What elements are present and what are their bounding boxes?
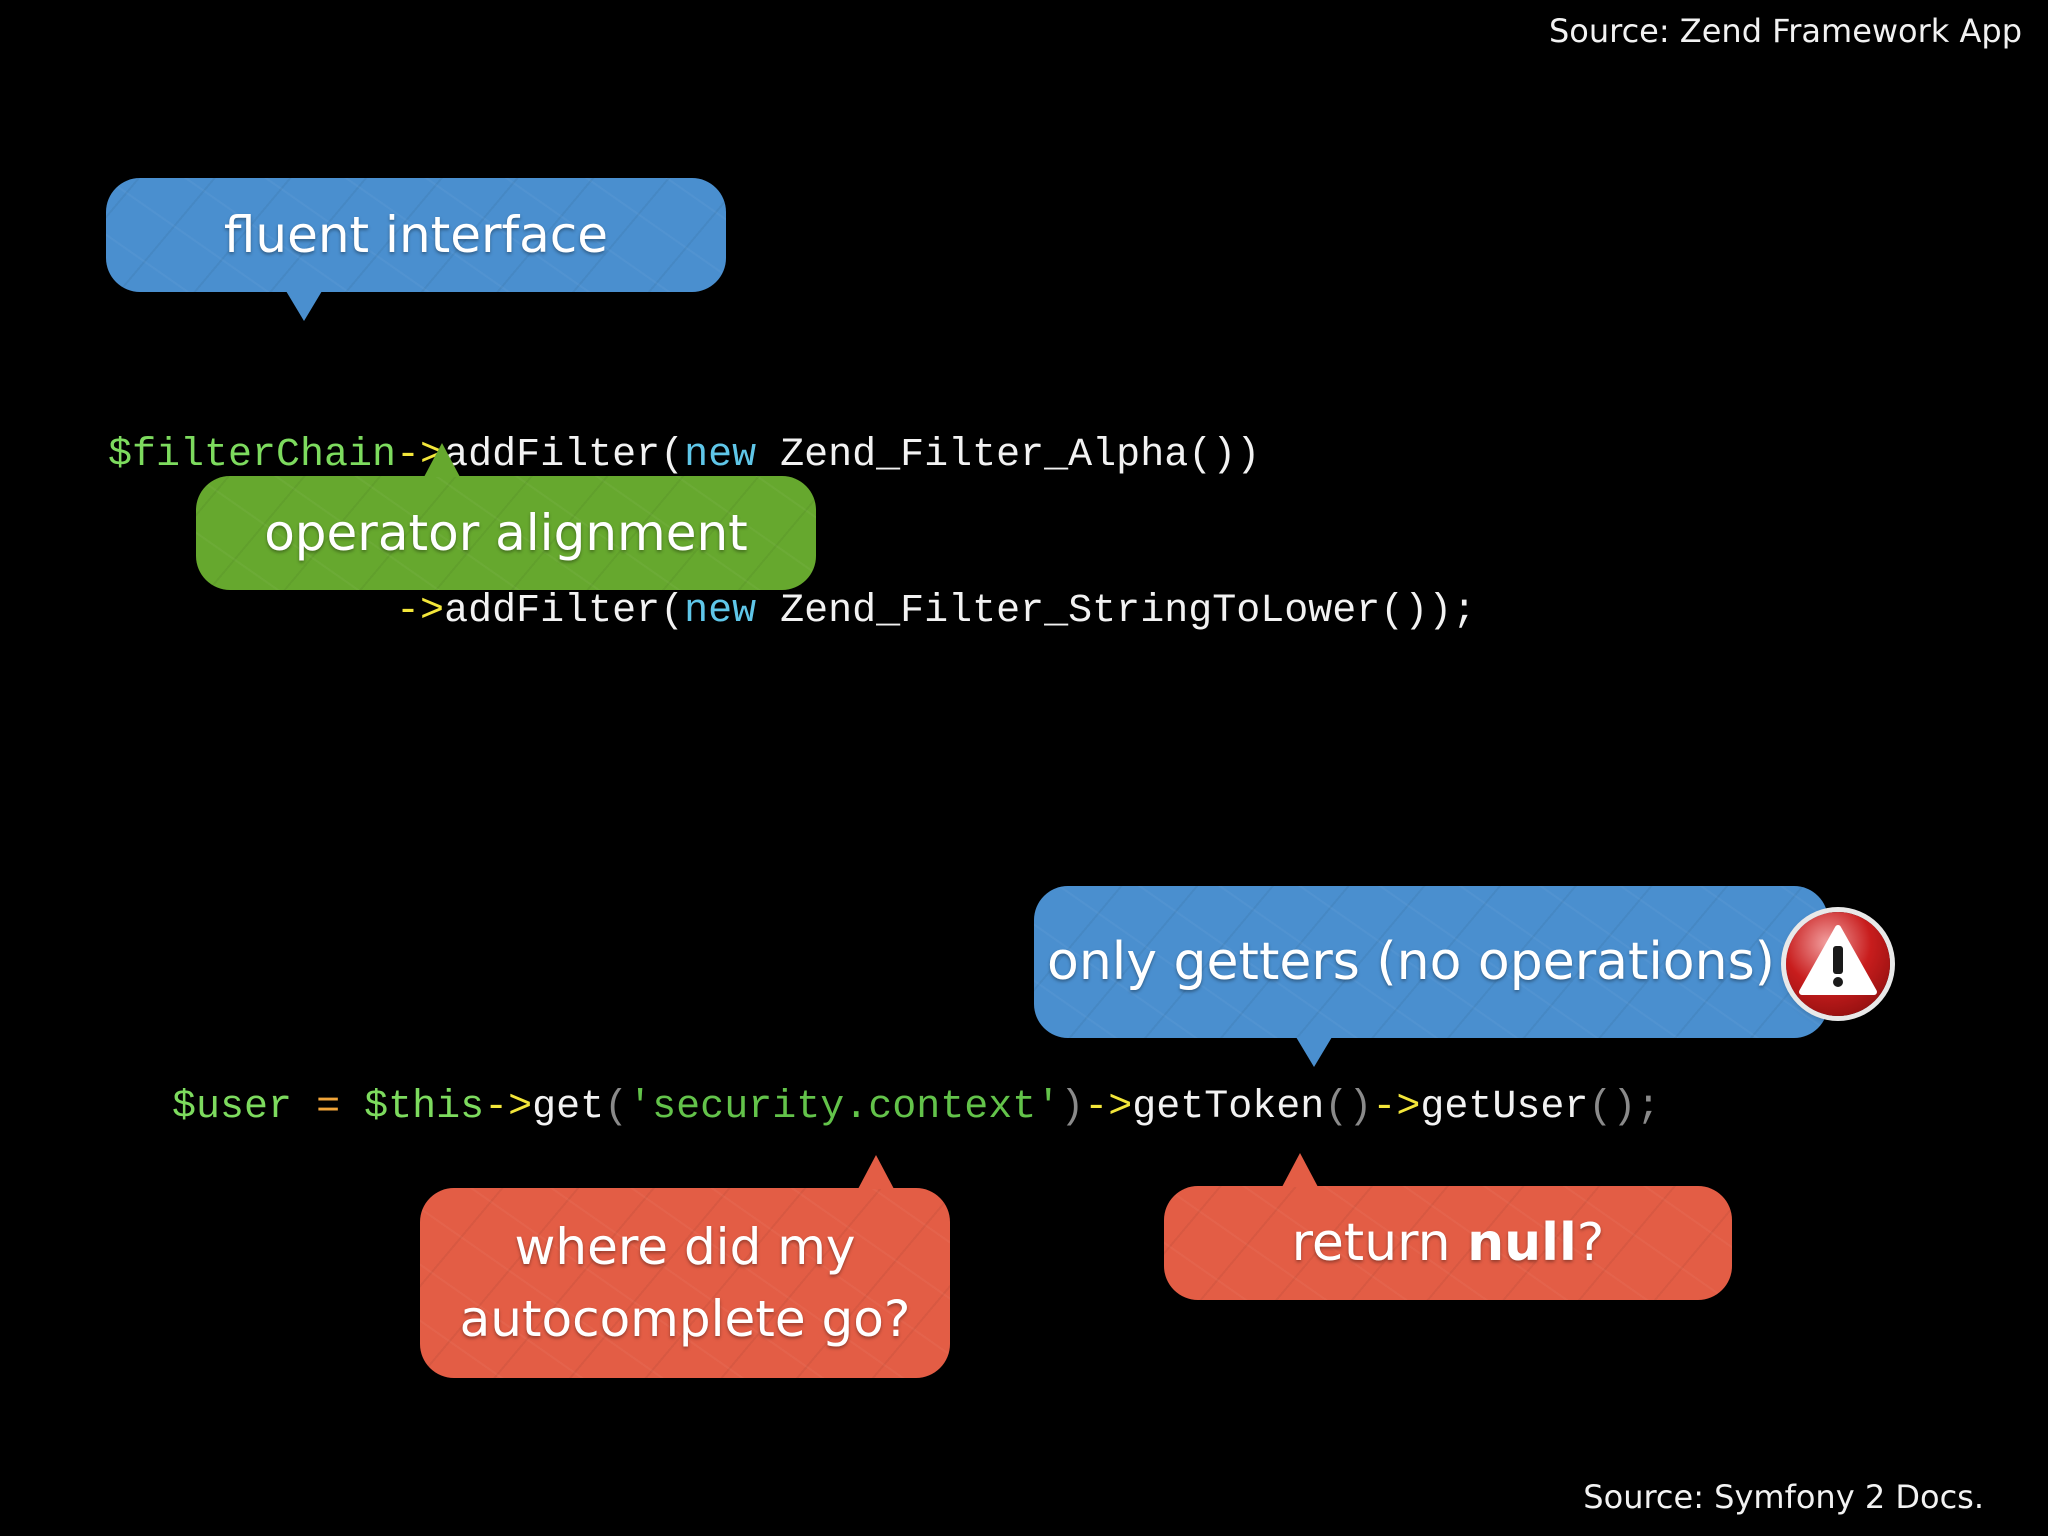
callout-pointer xyxy=(286,291,322,321)
source-symfony-label: Source: Symfony 2 Docs. xyxy=(1583,1478,1984,1516)
code-method-gettoken: getToken xyxy=(1132,1085,1325,1130)
callout-pointer xyxy=(424,443,460,477)
code-variable-user: $user xyxy=(172,1085,293,1130)
code-block-security-context: $user = $this->get('security.context')->… xyxy=(124,1082,1660,1134)
return-null-text: return null? xyxy=(1292,1213,1605,1273)
autocomplete-callout: where did my autocomplete go? xyxy=(420,1155,950,1378)
code-call: (); xyxy=(1588,1085,1661,1130)
code-method-getuser: getUser xyxy=(1420,1085,1589,1130)
code-variable-this: $this xyxy=(364,1085,485,1130)
code-operator: -> xyxy=(396,589,445,634)
code-rest: Zend_Filter_StringToLower()); xyxy=(756,589,1477,634)
operator-alignment-text: operator alignment xyxy=(264,504,748,562)
return-null-callout: return null? xyxy=(1164,1153,1732,1300)
only-getters-text: only getters (no operations) xyxy=(1047,932,1775,992)
callout-pointer xyxy=(1296,1037,1332,1067)
code-operator: -> xyxy=(1372,1085,1421,1130)
fluent-interface-callout: fluent interface xyxy=(106,178,726,321)
source-zend-label: Source: Zend Framework App xyxy=(1548,12,2022,50)
code-indent xyxy=(124,1085,172,1130)
code-operator: -> xyxy=(1084,1085,1133,1130)
code-call: () xyxy=(1324,1085,1373,1130)
warning-icon xyxy=(1786,912,1890,1016)
code-keyword: new xyxy=(684,589,757,634)
operator-alignment-callout: operator alignment xyxy=(196,443,816,590)
return-null-keyword: null xyxy=(1467,1213,1577,1273)
code-line-1: $filterChain->addFilter(new Zend_Filter_… xyxy=(108,430,1476,482)
code-string: 'security.context' xyxy=(628,1085,1061,1130)
return-prefix: return xyxy=(1291,1213,1468,1273)
code-operator: -> xyxy=(484,1085,533,1130)
code-method: addFilter( xyxy=(444,433,685,478)
autocomplete-text-line2: autocomplete go? xyxy=(459,1290,911,1348)
code-paren: ) xyxy=(1060,1085,1085,1130)
callout-pointer xyxy=(1282,1153,1318,1187)
code-method: addFilter( xyxy=(444,589,685,634)
code-indent xyxy=(108,589,396,634)
code-variable: $filterChain xyxy=(108,433,397,478)
code-paren: ( xyxy=(604,1085,629,1130)
code-line-2: ->addFilter(new Zend_Filter_StringToLowe… xyxy=(108,586,1476,638)
code-rest: Zend_Filter_Alpha()) xyxy=(756,433,1261,478)
callout-pointer xyxy=(858,1155,894,1189)
fluent-interface-text: fluent interface xyxy=(223,206,609,264)
return-suffix: ? xyxy=(1576,1213,1605,1273)
only-getters-callout: only getters (no operations) xyxy=(1034,886,1828,1067)
code-method-get: get xyxy=(532,1085,605,1130)
code-keyword: new xyxy=(684,433,757,478)
code-assign: = xyxy=(316,1085,341,1130)
autocomplete-text-line1: where did my xyxy=(514,1218,856,1276)
code-block-filter-chain: $filterChain->addFilter(new Zend_Filter_… xyxy=(108,326,1476,690)
